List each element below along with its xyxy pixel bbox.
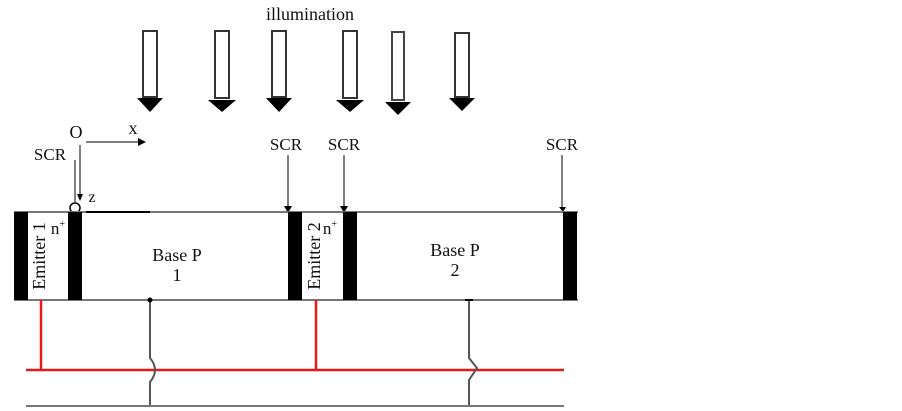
illumination-arrow-icon [266, 30, 292, 112]
illumination-arrow-icon [208, 30, 236, 112]
illumination-arrow-icon [336, 30, 364, 112]
emitter-2-doping: n+ [323, 219, 338, 238]
illumination-arrow-icon [137, 30, 163, 112]
illumination-arrow-icon [449, 32, 475, 111]
cell-structure: Emitter 1 n+ Base P 1 Emitter 2 n+ Base … [14, 211, 578, 301]
emitter-1-label: Emitter 1 [29, 222, 49, 289]
junction-3 [343, 212, 357, 300]
base-2-number: 2 [451, 260, 460, 280]
scr-label: SCR [328, 135, 361, 154]
x-axis-arrow-icon [138, 138, 146, 146]
wiring [26, 297, 564, 407]
emitter-2-label: Emitter 2 [304, 222, 324, 289]
scr-marker: SCR [546, 135, 579, 212]
scr-marker: SCR [270, 135, 303, 213]
scr-arrow-icon [284, 206, 292, 213]
x-axis-label: x [129, 118, 138, 138]
z-axis-label: z [88, 189, 95, 206]
emitter-1-doping: n+ [51, 219, 66, 238]
base-2-label: Base P [430, 240, 480, 260]
z-axis-arrow-icon [77, 194, 83, 201]
base-1-wire [149, 300, 156, 406]
junction-2 [288, 212, 302, 300]
junction-1 [68, 212, 82, 300]
illumination-label: illumination [266, 4, 354, 24]
scr-marker: SCR [328, 135, 361, 213]
base-2-contact [563, 212, 577, 300]
scr-arrow-icon [340, 206, 348, 213]
scr-arrow-icon [559, 207, 566, 212]
scr-label: SCR [270, 135, 303, 154]
scr-label: SCR [546, 135, 579, 154]
scr-label: SCR [34, 145, 67, 164]
base-1-number: 1 [173, 265, 182, 285]
coordinate-axes: O x z [69, 118, 146, 214]
base-1-label: Base P [152, 245, 202, 265]
emitter-1-contact [14, 212, 28, 300]
illumination-arrows [137, 30, 475, 115]
base-2-wire [468, 300, 479, 406]
origin-label: O [70, 122, 83, 142]
scr-marker: SCR [34, 145, 76, 203]
illumination-arrow-icon [385, 31, 411, 115]
